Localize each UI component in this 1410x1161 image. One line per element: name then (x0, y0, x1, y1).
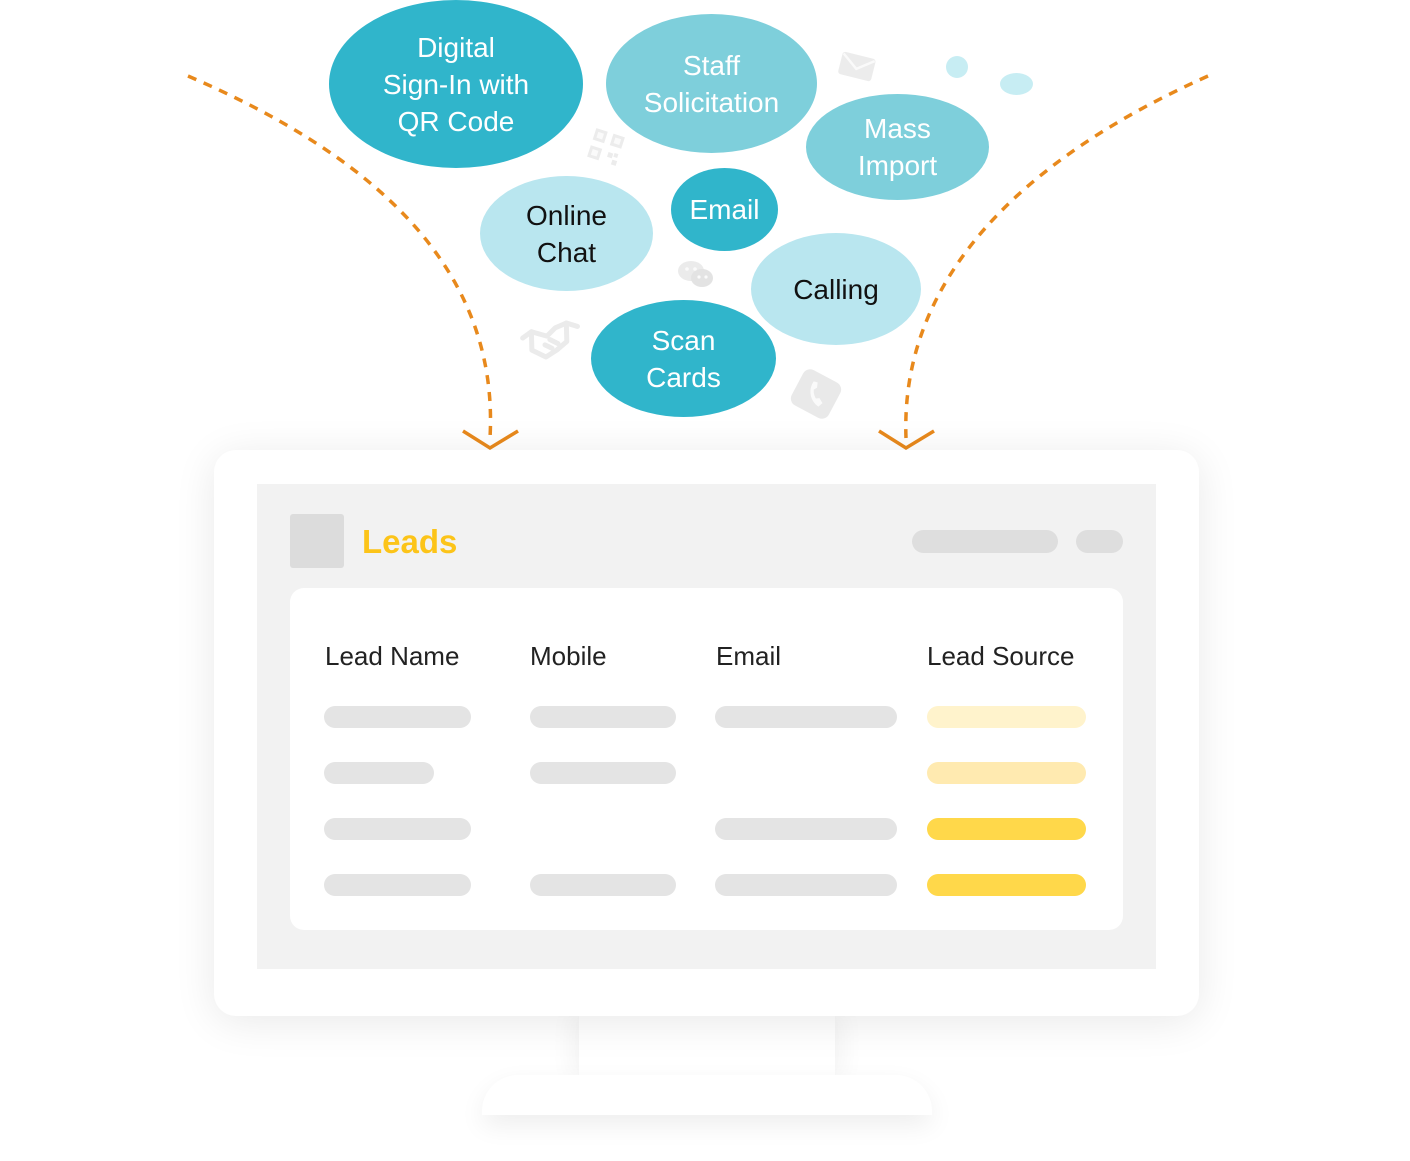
source-bubble-calling: Calling (751, 233, 921, 345)
app-logo-placeholder (290, 514, 344, 568)
header-button-placeholder[interactable] (1076, 530, 1123, 553)
lead-source-placeholder (927, 818, 1086, 840)
table-cell-placeholder (715, 818, 897, 840)
column-header-mobile: Mobile (530, 641, 607, 671)
page-title: Leads (362, 523, 458, 560)
wechat-icon (678, 261, 713, 287)
right-arrow-head (878, 429, 935, 451)
left-arrow-head (462, 429, 519, 451)
table-cell-placeholder (324, 762, 434, 784)
source-bubble-scan-cards: Scan Cards (591, 300, 776, 417)
leads-table (290, 588, 1123, 930)
qr-code-icon (587, 128, 625, 166)
right-flow-arrow (904, 74, 1209, 439)
source-bubble-staff-solicitation: Staff Solicitation (606, 14, 817, 153)
monitor-neck (579, 1014, 835, 1078)
left-flow-arrow (187, 74, 493, 439)
table-cell-placeholder (530, 874, 676, 896)
column-header-lead-name: Lead Name (325, 641, 460, 671)
lead-source-placeholder (927, 874, 1086, 896)
column-header-email: Email (716, 641, 782, 671)
source-bubble-email: Email (671, 168, 778, 251)
dot-icon (946, 56, 968, 78)
source-bubble-qr-sign-in: Digital Sign-In with QR Code (329, 0, 583, 168)
table-cell-placeholder (324, 818, 471, 840)
envelope-icon (838, 51, 876, 82)
lead-source-placeholder (927, 762, 1086, 784)
table-cell-placeholder (715, 874, 897, 896)
table-cell-placeholder (324, 706, 471, 728)
lead-source-placeholder (927, 706, 1086, 728)
table-cell-placeholder (530, 762, 676, 784)
source-bubble-mass-import: Mass Import (806, 94, 989, 200)
source-bubble-online-chat: Online Chat (480, 176, 653, 291)
dot-icon (1000, 73, 1033, 95)
handshake-icon (520, 320, 580, 360)
table-cell-placeholder (715, 706, 897, 728)
column-header-lead-source: Lead Source (927, 641, 1075, 671)
monitor-stand (482, 1075, 932, 1115)
phone-icon (790, 369, 842, 419)
table-cell-placeholder (530, 706, 676, 728)
table-cell-placeholder (324, 874, 471, 896)
header-search-placeholder[interactable] (912, 530, 1058, 553)
